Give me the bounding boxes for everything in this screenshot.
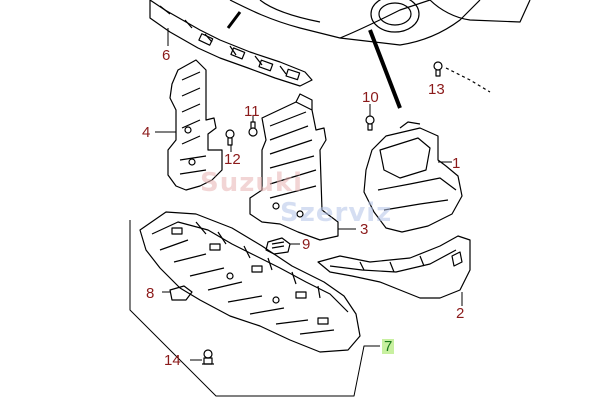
callout-10: 10: [362, 89, 379, 106]
part-6-upper-bracket: [149, 0, 313, 87]
part-12-bolt: [225, 129, 235, 146]
part-8-clip: [169, 285, 193, 301]
part-9-clip: [265, 237, 291, 255]
part-14-bolt: [202, 349, 214, 365]
watermark-line-2: Szerviz: [280, 198, 393, 228]
group-7-frame: [129, 220, 380, 397]
callout-8: 8: [146, 285, 155, 302]
callout-7: 7: [382, 338, 395, 355]
callout-4: 4: [142, 124, 151, 141]
pointer-line-top: [226, 11, 242, 29]
part-13-bolt: [433, 61, 491, 93]
callout-12: 12: [224, 151, 241, 168]
part-2-deflector: [317, 235, 471, 299]
callout-3: 3: [360, 221, 369, 238]
part-4-side-bracket: [167, 59, 223, 191]
part-10-bolt: [365, 115, 375, 131]
part-11-bolt: [248, 121, 258, 137]
pointer-line-10: [368, 29, 402, 109]
car-body-outline: [229, 0, 531, 46]
callout-11: 11: [244, 103, 260, 120]
part-7-engine-undercover: [139, 211, 361, 353]
callout-14: 14: [164, 352, 181, 369]
callout-13: 13: [428, 81, 445, 98]
callout-9: 9: [302, 236, 311, 253]
watermark-line-1: Suzuki: [200, 168, 304, 198]
part-3-center-bracket: [249, 93, 339, 241]
callout-1: 1: [452, 155, 461, 172]
callout-6: 6: [162, 47, 171, 64]
part-1-splash-shield: [363, 121, 463, 233]
callout-2: 2: [456, 305, 465, 322]
